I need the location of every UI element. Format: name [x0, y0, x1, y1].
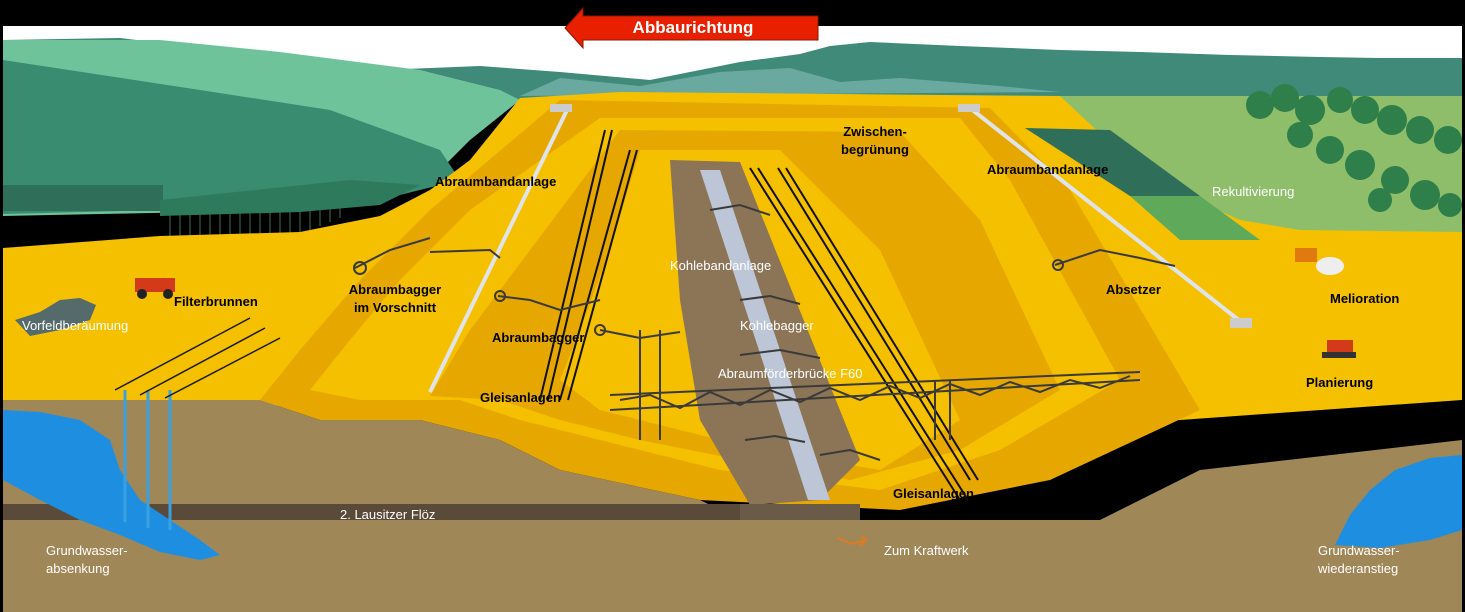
tree-cluster-right: [1246, 84, 1462, 217]
coal-seam-pit: [740, 504, 860, 520]
recultivation-area: [1060, 96, 1462, 232]
conveyor-head-right: [958, 104, 980, 112]
label-zwischenbegruenung-2: begrünung: [841, 142, 909, 157]
label-abraumbagger-vorschnitt-1: Abraumbagger: [348, 282, 442, 297]
label-grundwasserwiederanstieg-1: Grundwasser-: [1318, 543, 1400, 558]
rail-tracks-left: [539, 129, 638, 401]
mining-direction-label: Abbaurichtung: [632, 18, 754, 37]
label-floez: 2. Lausitzer Flöz: [340, 507, 436, 522]
mining-direction-arrow: [564, 6, 819, 50]
label-gleisanlagen-right: Gleisanlagen: [893, 486, 974, 501]
groundwater-left: [3, 410, 220, 560]
label-planierung: Planierung: [1306, 375, 1374, 390]
striped-field: [1130, 196, 1260, 240]
label-grundwasserwiederanstieg-2: wiederanstieg: [1318, 561, 1399, 576]
label-kohlebandanlage: Kohlebandanlage: [670, 258, 772, 273]
rail-tracks-right: [749, 167, 979, 501]
overburden-conveyor-right: [968, 106, 1247, 327]
label-abraumbagger-vorschnitt-2: im Vorschnitt: [353, 300, 437, 315]
label-abraumbandanlage-left: Abraumbandanlage: [435, 174, 557, 189]
filter-well-icon: [123, 390, 172, 530]
label-gleisanlagen-left: Gleisanlagen: [480, 390, 561, 405]
spreader-truck-icon: [1295, 248, 1344, 275]
label-rekultivierung: Rekultivierung: [1212, 184, 1295, 199]
bucket-wheel-excavator-icon: [353, 203, 1176, 461]
coal-conveyor-belt: [700, 170, 830, 500]
conveyor-tail-right: [1230, 318, 1252, 328]
tree-canopy: [160, 180, 420, 216]
label-vorfeldberaeumung: Vorfeldberäumung: [22, 318, 129, 333]
dark-field: [1025, 128, 1200, 196]
bulldozer-icon: [1322, 340, 1356, 358]
label-kohlebagger: Kohlebagger: [740, 318, 814, 333]
cleared-shrub: [15, 298, 96, 336]
forest-edge: [3, 185, 163, 211]
label-abraumfoerderbruecke: Abraumförderbrücke F60: [718, 366, 863, 381]
groundwater-right: [1335, 455, 1462, 548]
filter-well-pipes: [114, 317, 281, 399]
label-abraumbagger: Abraumbagger: [492, 330, 585, 345]
label-absetzer: Absetzer: [1106, 282, 1161, 297]
ground-section: [3, 400, 1462, 612]
label-grundwasserabsenkung-2: absenkung: [46, 561, 110, 576]
overburden-conveyor-left: [428, 107, 570, 393]
tractor-icon: [135, 278, 175, 299]
coal-seam: [3, 504, 743, 520]
label-zum-kraftwerk: Zum Kraftwerk: [884, 543, 969, 558]
flow-arrow-icon: [837, 535, 868, 547]
conveyor-bridge-icon: [609, 330, 1141, 440]
label-melioration: Melioration: [1330, 291, 1400, 306]
label-filterbrunnen: Filterbrunnen: [174, 294, 258, 309]
left-forest: [3, 60, 460, 214]
label-grundwasserabsenkung-1: Grundwasser-: [46, 543, 128, 558]
label-abraumbandanlage-right: Abraumbandanlage: [987, 162, 1109, 177]
label-zwischenbegruenung-1: Zwischen-: [843, 124, 907, 139]
distant-hills-light: [520, 68, 1060, 96]
conveyor-head-left: [550, 104, 572, 112]
